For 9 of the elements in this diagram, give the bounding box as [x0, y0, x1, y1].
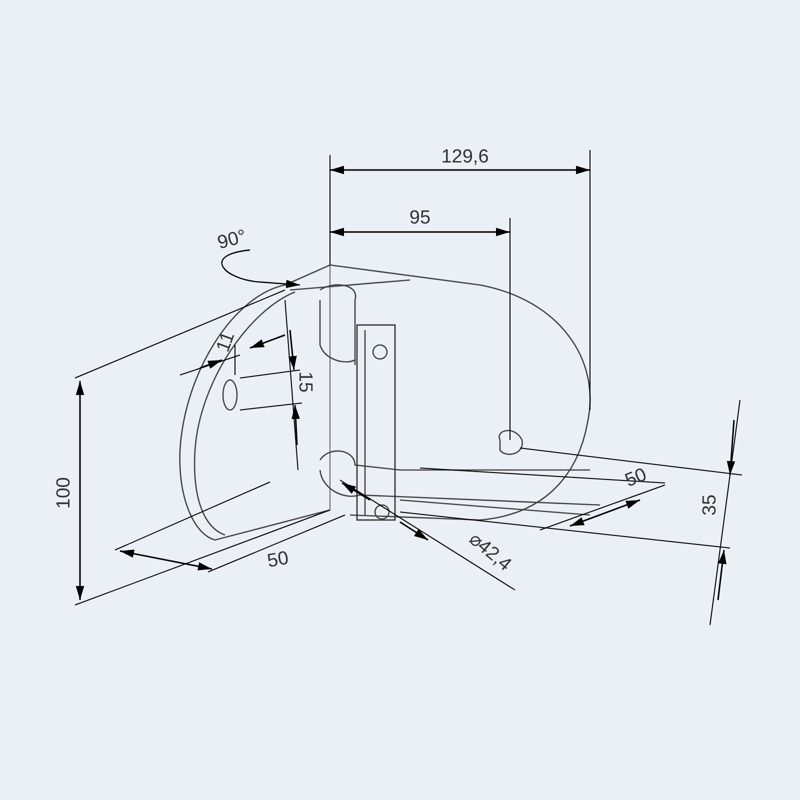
- dimension-label: 50: [622, 465, 650, 491]
- dimension-label: 50: [266, 548, 290, 572]
- dimension-label: 15: [296, 371, 314, 393]
- dimension-label: 90°: [216, 227, 248, 253]
- dimension-label: 129,6: [441, 148, 489, 166]
- dimension-label: 11: [214, 329, 238, 355]
- dimension-label: 95: [409, 208, 431, 228]
- dimension-label: 35: [700, 494, 720, 516]
- dimension-label: 100: [54, 477, 74, 509]
